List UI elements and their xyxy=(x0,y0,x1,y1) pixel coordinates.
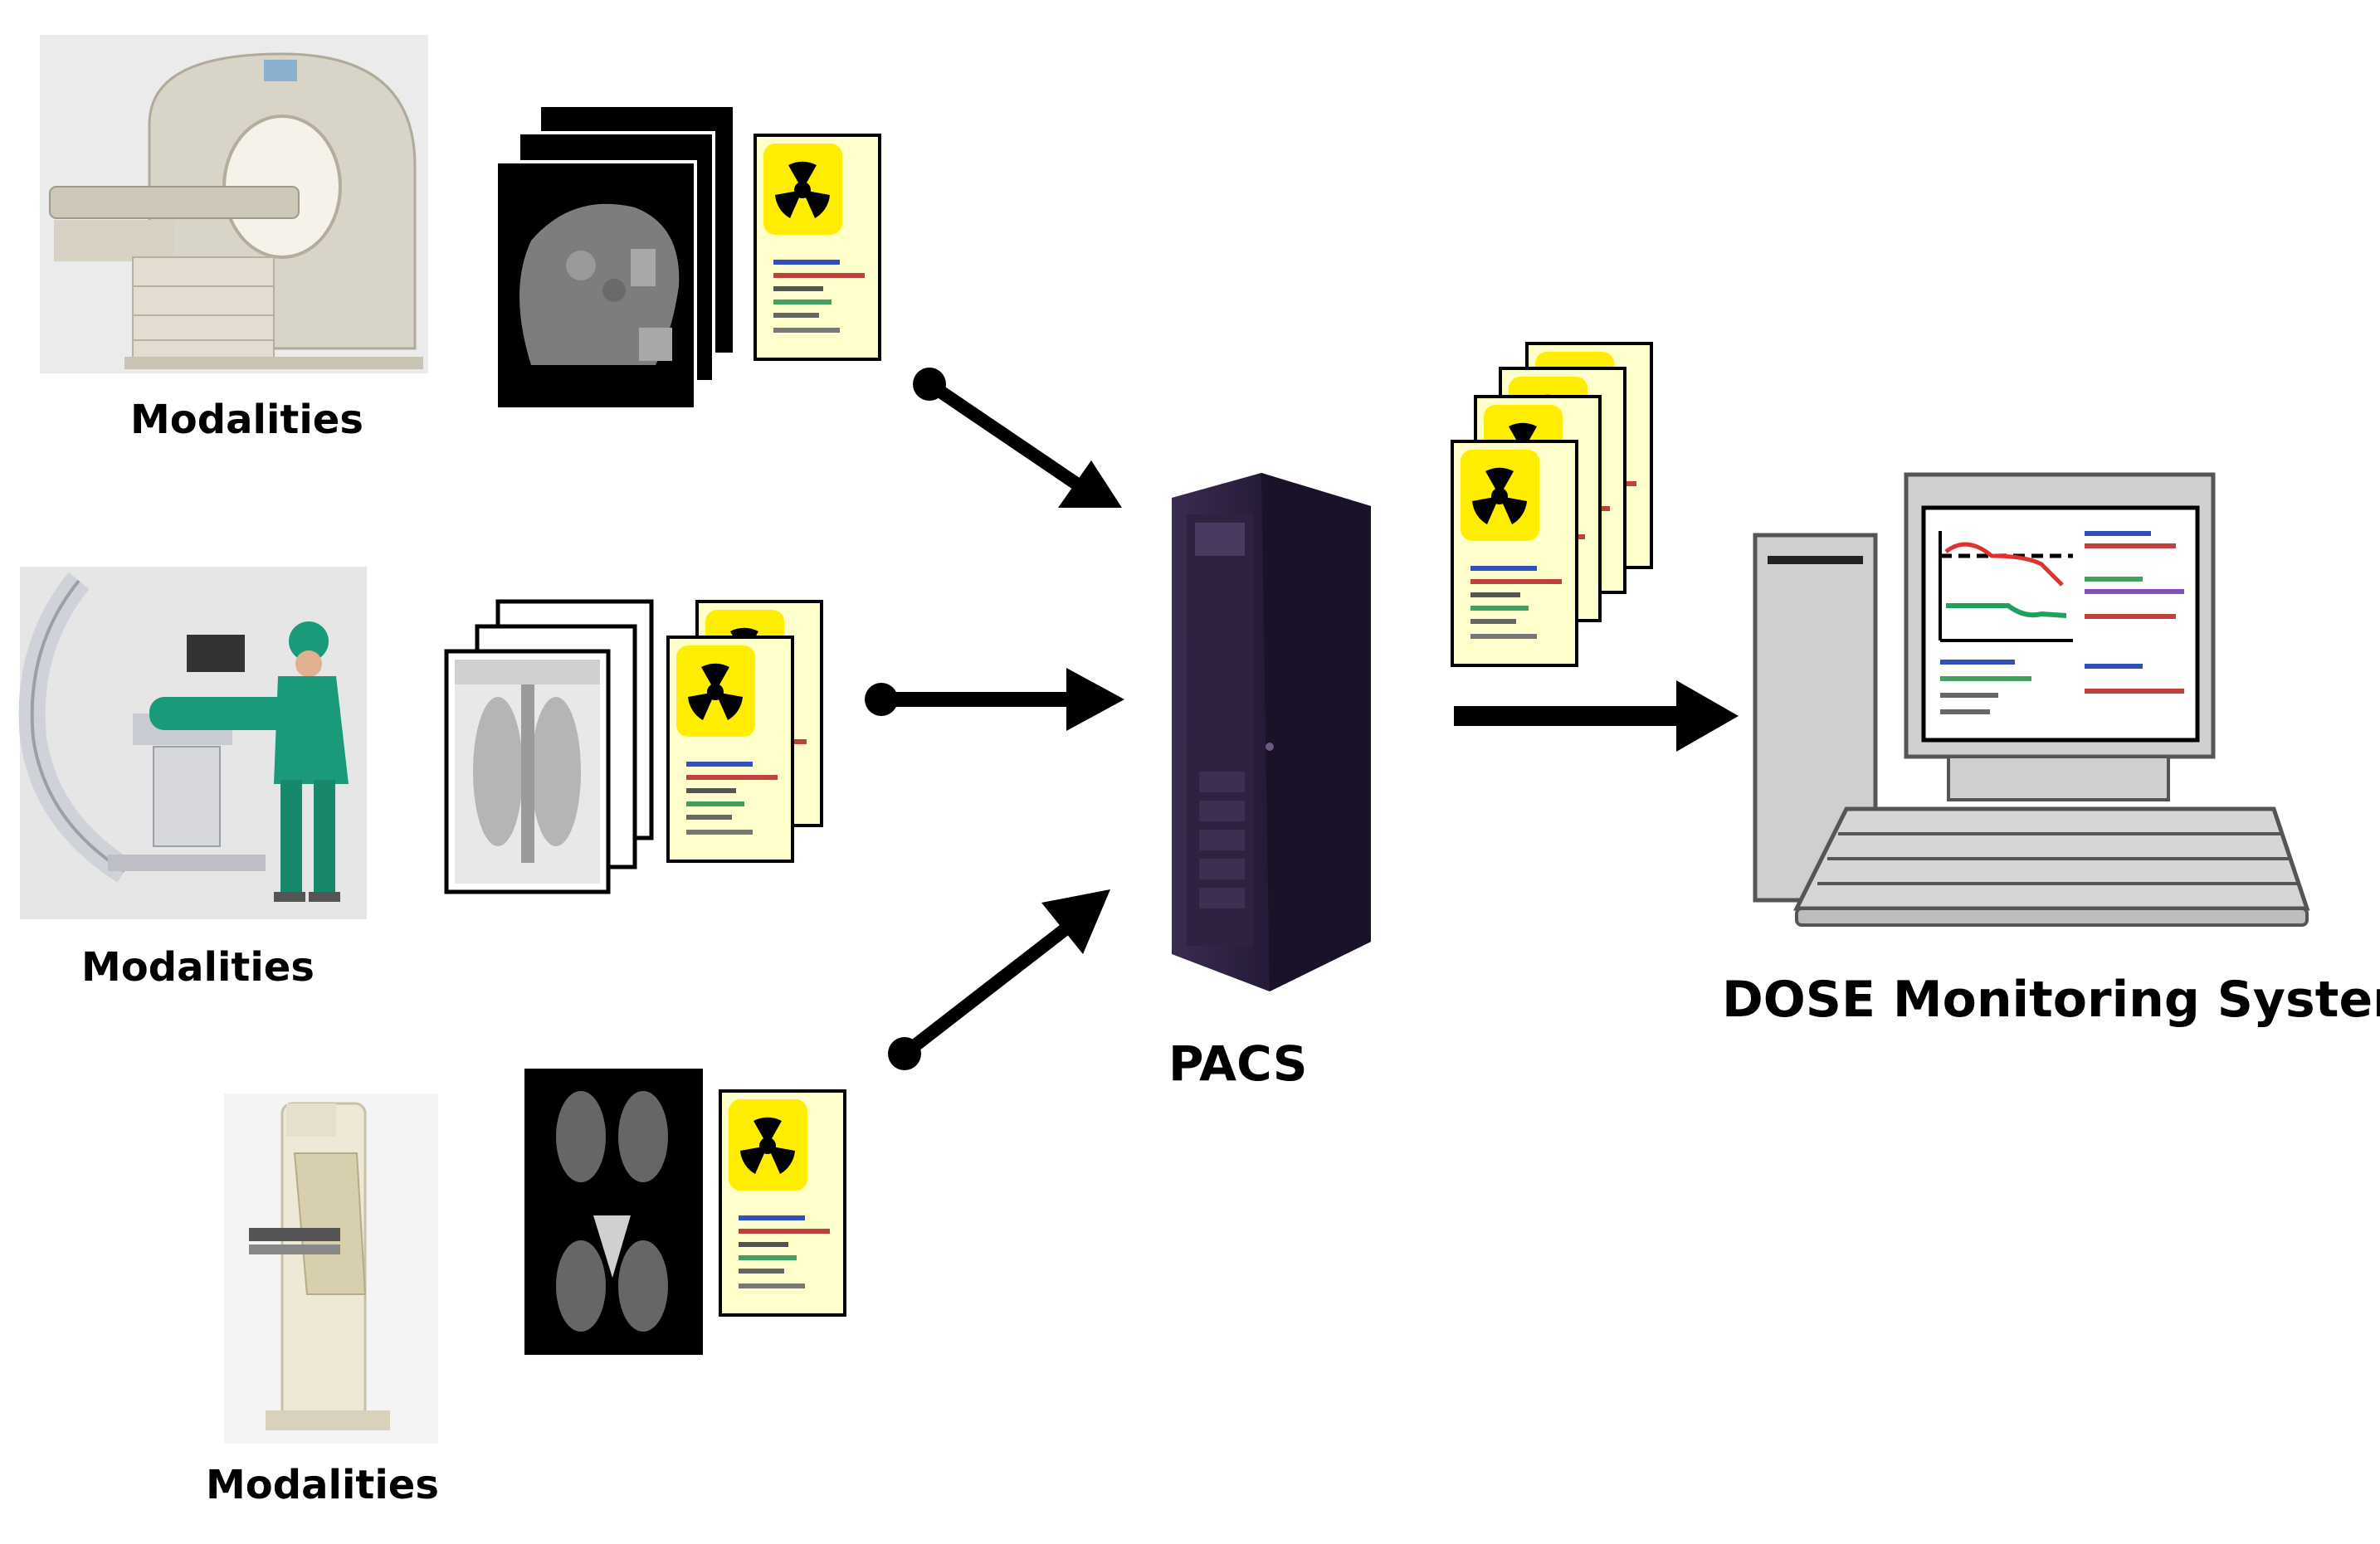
ct-image-stack xyxy=(495,104,736,411)
pacs-label: PACS xyxy=(1168,1035,1308,1092)
modalities-label-ct: Modalities xyxy=(130,397,363,443)
dose-monitoring-system-label: DOSE Monitoring System xyxy=(1722,971,2380,1029)
xray-image-stack xyxy=(444,599,654,894)
modalities-label-mammo: Modalities xyxy=(206,1462,439,1508)
computer-workstation-icon xyxy=(1753,472,2310,927)
modalities-label-angio: Modalities xyxy=(81,944,315,991)
mammo-image-stack xyxy=(524,1069,703,1355)
arrow-mammo-to-pacs xyxy=(888,889,1110,1070)
xray-dose-report-icon xyxy=(666,636,794,863)
dose-report-stack-1 xyxy=(1451,440,1578,667)
mammography-icon xyxy=(224,1093,438,1444)
arrow-pacs-to-dose xyxy=(1454,680,1739,752)
ct-scanner-icon xyxy=(40,35,428,373)
arrow-ct-to-pacs xyxy=(913,368,1122,508)
mammo-dose-report-icon xyxy=(719,1089,846,1317)
angiography-icon xyxy=(18,567,367,919)
ct-dose-report-icon xyxy=(754,134,881,361)
pacs-server-icon xyxy=(1172,473,1371,991)
arrow-xray-to-pacs xyxy=(865,668,1124,731)
